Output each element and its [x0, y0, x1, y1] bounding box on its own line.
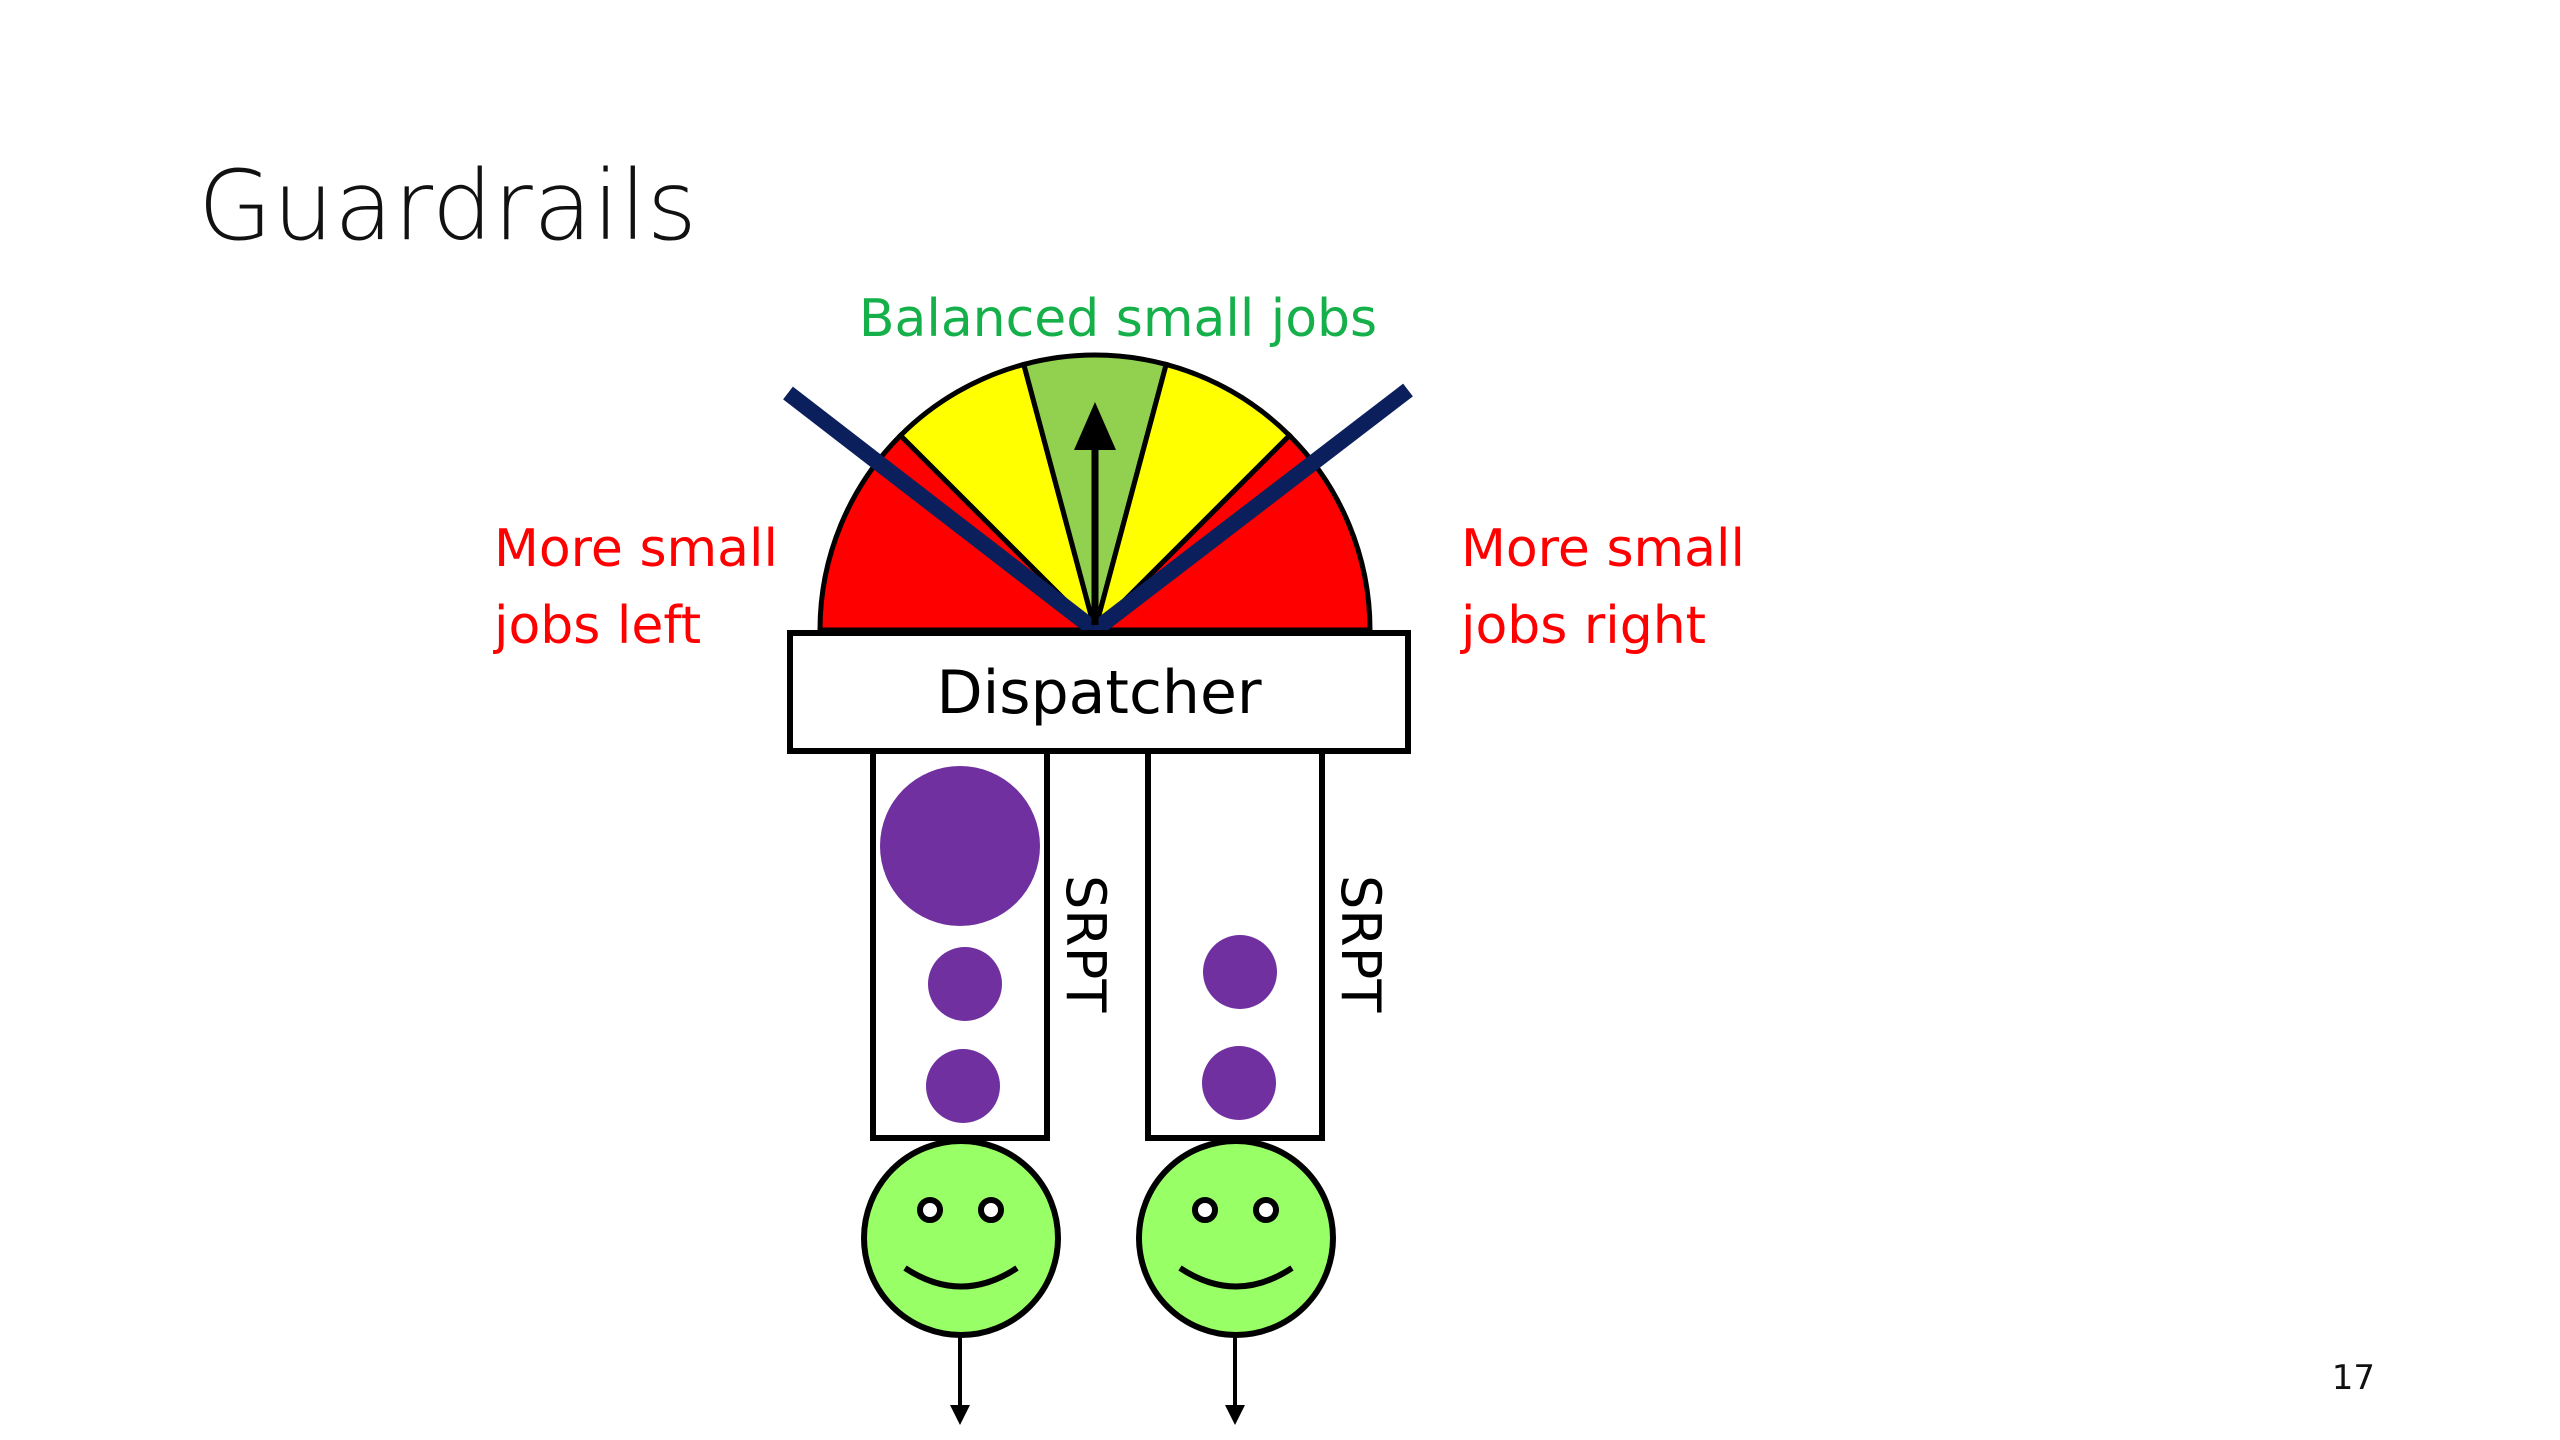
server-left — [861, 1138, 1061, 1425]
smiley-eye-icon — [978, 1197, 1004, 1223]
dispatcher: Dispatcher — [787, 630, 1411, 754]
smiley-eye-icon — [1192, 1197, 1218, 1223]
output-arrowhead-icon — [950, 1405, 970, 1425]
label-balanced: Balanced small jobs — [859, 289, 1377, 349]
gauge-segment-left-yellow — [896, 361, 1100, 639]
dispatcher-box — [787, 630, 1411, 754]
gauge-needle-arrowhead — [1074, 402, 1116, 450]
queue-left: SRPT — [870, 748, 1117, 1141]
smiley-mouth-icon — [1178, 1265, 1294, 1290]
label-right-line2: jobs right — [1460, 596, 1706, 656]
job-large — [880, 766, 1040, 926]
dispatcher-label: Dispatcher — [936, 658, 1261, 728]
job-small — [928, 947, 1002, 1021]
gauge — [783, 352, 1413, 640]
queue-left-policy-label: SRPT — [1054, 875, 1117, 1013]
smiley-mouth-icon — [903, 1265, 1019, 1290]
guardrail-left — [783, 386, 1100, 637]
label-left-line1: More small — [494, 519, 778, 579]
job-small — [1202, 1046, 1276, 1120]
guardrail-right — [1090, 383, 1413, 637]
label-left-line2: jobs left — [493, 596, 701, 656]
smiley-eye-icon — [1253, 1197, 1279, 1223]
output-arrowhead-icon — [1225, 1405, 1245, 1425]
gauge-segment-right-yellow — [1090, 361, 1294, 639]
slide-title: Guardrails — [198, 150, 698, 262]
job-small — [926, 1049, 1000, 1123]
job-small — [1203, 935, 1277, 1009]
server-right — [1136, 1138, 1336, 1425]
page-number: 17 — [2331, 1358, 2375, 1398]
label-right-line1: More small — [1461, 519, 1745, 579]
smiley-face-icon — [1136, 1138, 1336, 1338]
smiley-eye-icon — [917, 1197, 943, 1223]
queue-right: SRPT — [1145, 748, 1392, 1141]
smiley-face-icon — [861, 1138, 1061, 1338]
queue-right-policy-label: SRPT — [1329, 875, 1392, 1013]
